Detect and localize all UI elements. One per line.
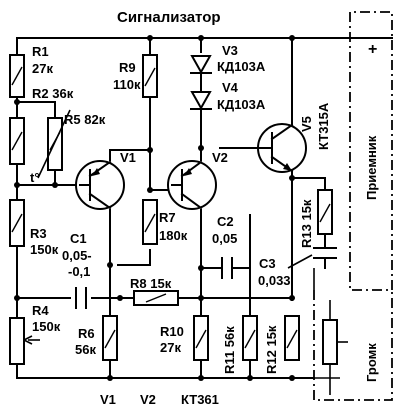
r7-value: 180к bbox=[159, 228, 188, 243]
r1-value: 27к bbox=[32, 61, 53, 76]
r10-label: R10 bbox=[160, 324, 184, 339]
volume-resistor bbox=[322, 319, 348, 365]
v1-label: V1 bbox=[120, 150, 136, 165]
v2-label: V2 bbox=[212, 150, 228, 165]
plus-sign: + bbox=[368, 41, 377, 58]
v4-label: V4 bbox=[222, 80, 239, 95]
c1-value-2: -0,1 bbox=[68, 264, 90, 279]
c1-value-1: 0,05- bbox=[62, 248, 92, 263]
thermistor-mark: t° bbox=[30, 170, 40, 185]
volume-label: Громк bbox=[364, 343, 379, 382]
r13-label: R13 15к bbox=[299, 199, 314, 248]
r6-label: R6 bbox=[78, 326, 95, 341]
schematic-title: Сигнализатор bbox=[117, 9, 221, 26]
capacitor-c2 bbox=[221, 257, 233, 279]
r9-value: 110к bbox=[113, 77, 141, 92]
r12-label: R12 15к bbox=[264, 325, 279, 374]
r1-label: R1 bbox=[32, 44, 49, 59]
resistor-r7 bbox=[142, 199, 158, 245]
junctions bbox=[14, 35, 295, 381]
resistor-r11 bbox=[242, 315, 258, 361]
r7-label: R7 bbox=[159, 210, 176, 225]
diode-v4 bbox=[190, 72, 212, 119]
resistor-r8 bbox=[133, 290, 179, 306]
transistor-v5 bbox=[257, 123, 307, 173]
diode-v3 bbox=[190, 55, 212, 75]
r5-label: R5 82к bbox=[64, 112, 106, 127]
resistor-r12 bbox=[284, 315, 300, 361]
resistor-r3 bbox=[9, 199, 25, 247]
r4-value: 150к bbox=[32, 319, 61, 334]
v5-type: КТ315А bbox=[316, 102, 331, 150]
c3-value: 0,033 bbox=[258, 273, 291, 288]
c3-label: C3 bbox=[259, 256, 276, 271]
c2-label: C2 bbox=[217, 214, 234, 229]
r4-label: R4 bbox=[32, 303, 49, 318]
r11-label: R11 56к bbox=[222, 326, 237, 374]
thermistor-r5 bbox=[37, 109, 71, 179]
r10-value: 27к bbox=[160, 340, 181, 355]
c1-label: C1 bbox=[70, 231, 87, 246]
receiver-label: Приемник bbox=[364, 135, 379, 200]
resistor-r2 bbox=[9, 117, 25, 165]
resistor-r1 bbox=[9, 54, 25, 98]
v3-label: V3 bbox=[222, 43, 238, 58]
resistor-r13 bbox=[317, 189, 333, 235]
r2-label: R2 36к bbox=[32, 86, 74, 101]
r3-value: 150к bbox=[30, 242, 59, 257]
v4-type: КД103А bbox=[217, 97, 266, 112]
transistor-v1 bbox=[75, 160, 125, 210]
r8-label: R8 15к bbox=[130, 276, 172, 291]
capacitor-c3 bbox=[313, 247, 337, 290]
r6-value: 56к bbox=[75, 342, 96, 357]
resistor-r6 bbox=[102, 315, 118, 361]
resistor-r9 bbox=[142, 54, 158, 98]
resistor-r10 bbox=[193, 315, 209, 361]
transistor-v2 bbox=[167, 160, 217, 210]
v3-type: КД103А bbox=[217, 59, 266, 74]
capacitor-c1 bbox=[75, 287, 87, 309]
c2-value: 0,05 bbox=[212, 231, 237, 246]
v5-label: V5 bbox=[299, 116, 314, 132]
resistor-r4 bbox=[9, 317, 40, 365]
footer-type: КТ361 bbox=[181, 392, 219, 407]
footer-v2: V2 bbox=[140, 392, 156, 407]
footer-v1: V1 bbox=[100, 392, 116, 407]
r3-label: R3 bbox=[30, 226, 47, 241]
r9-label: R9 bbox=[119, 60, 136, 75]
